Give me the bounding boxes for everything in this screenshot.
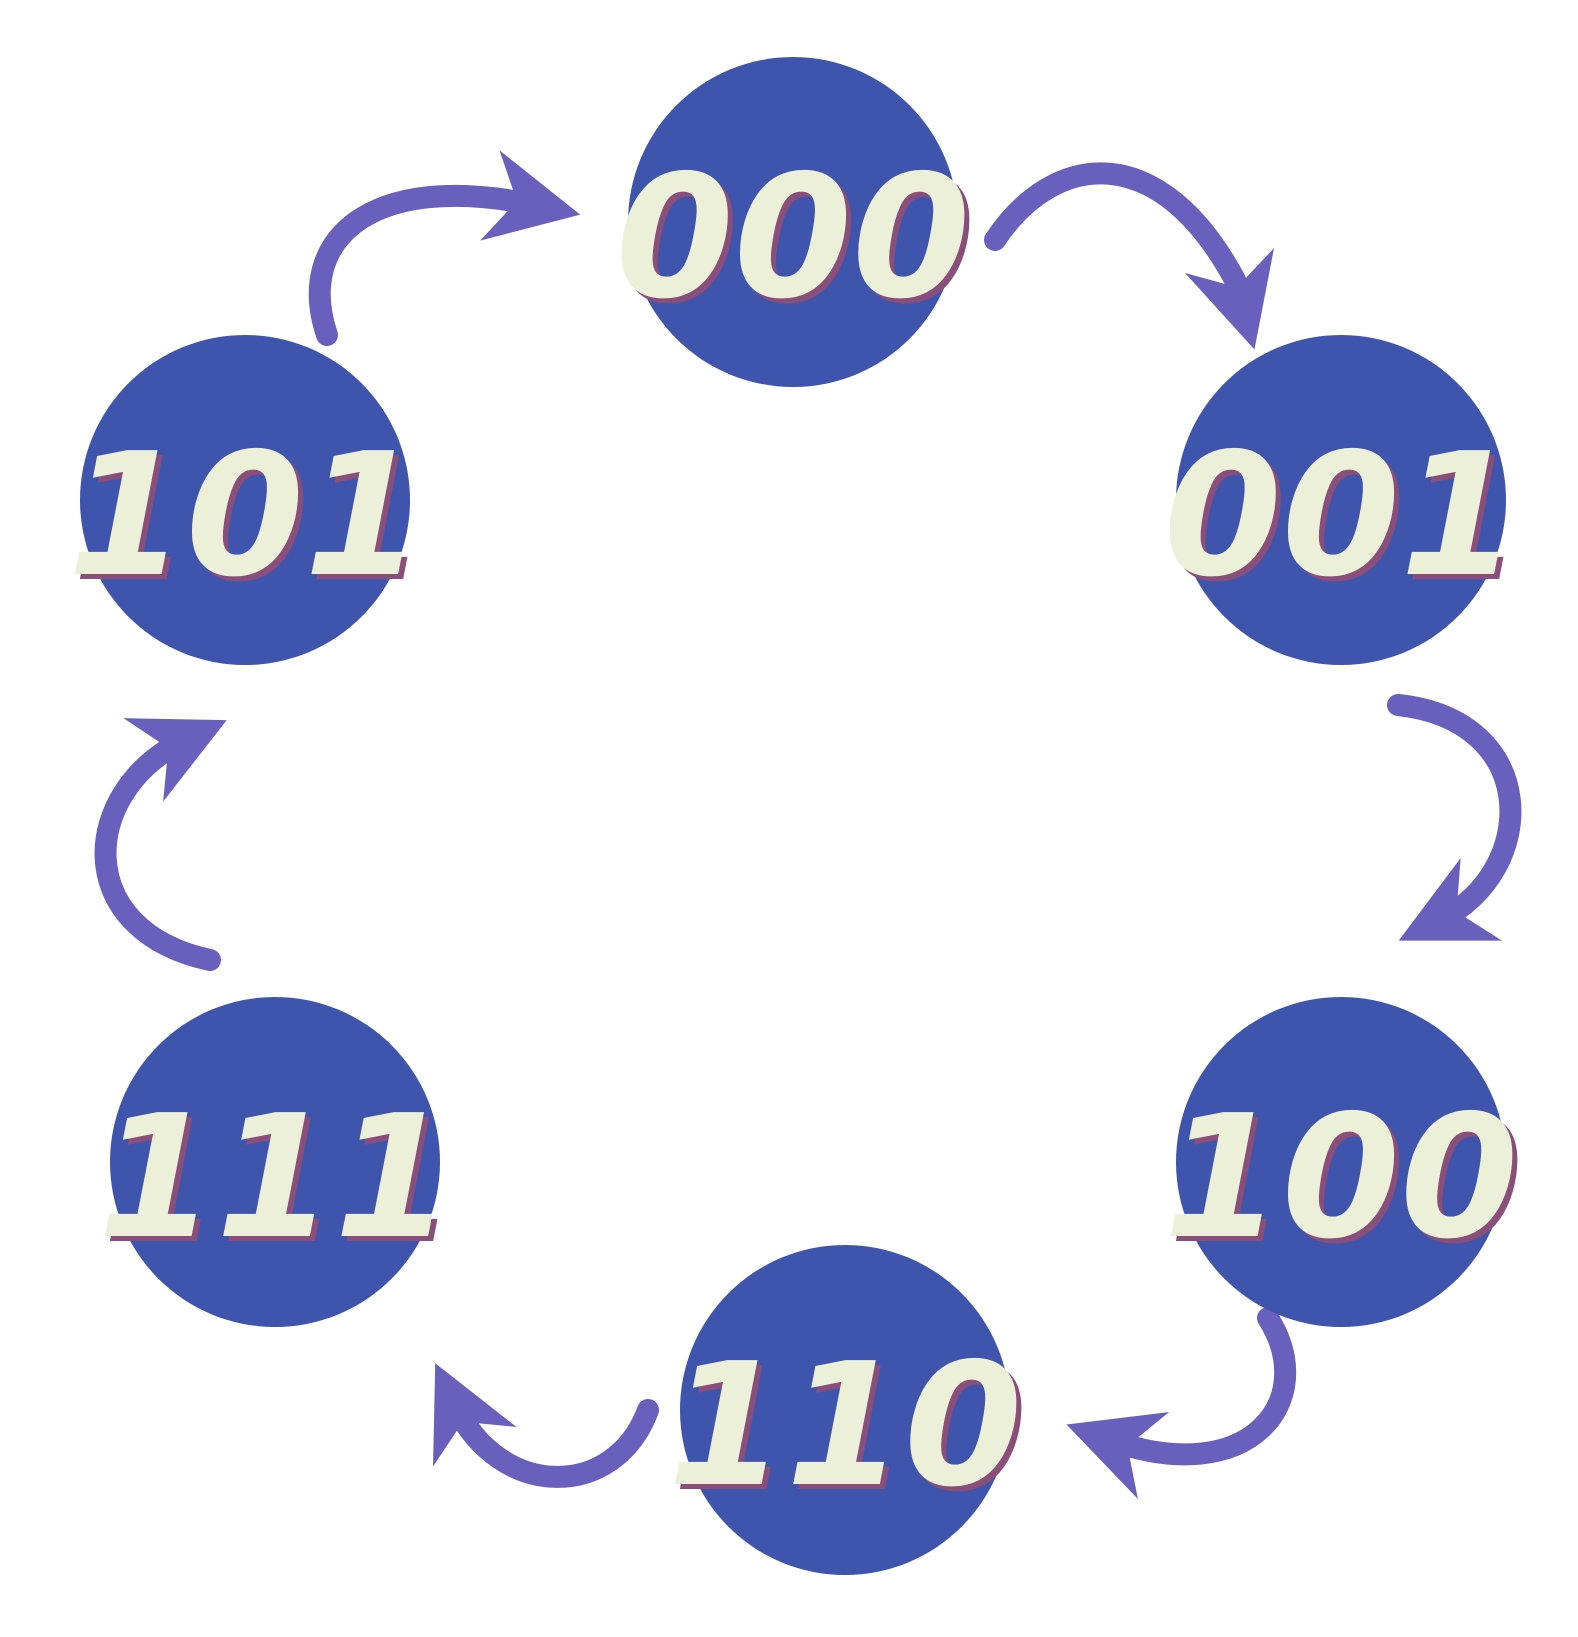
node-101-label: 101 (68, 417, 423, 615)
node-100: 100 100 (1164, 997, 1524, 1327)
node-101: 101 101 (68, 335, 428, 665)
node-101-label-shadow: 101 (73, 422, 428, 620)
node-110: 110 110 (668, 1245, 1028, 1575)
node-001-label: 001 (1164, 417, 1519, 615)
arrow-111-to-101 (94, 718, 227, 971)
node-000-label: 000 (616, 139, 971, 337)
node-111-label-shadow: 111 (103, 1084, 458, 1282)
node-001-circle (1176, 335, 1506, 665)
node-001: 001 001 (1164, 335, 1524, 665)
node-111-circle (110, 997, 440, 1327)
node-101-circle (80, 335, 410, 665)
arrow-110-to-111 (433, 1363, 659, 1488)
node-001-label-shadow: 001 (1169, 422, 1524, 620)
arrow-101-to-000 (308, 150, 581, 346)
node-100-label: 100 (1164, 1079, 1519, 1277)
arrow-001-to-100 (1387, 694, 1522, 941)
node-110-circle (680, 1245, 1010, 1575)
node-100-circle (1176, 997, 1506, 1327)
node-111: 111 111 (98, 997, 458, 1327)
arrow-000-to-001 (984, 162, 1275, 350)
node-000-label-shadow: 000 (621, 144, 976, 342)
node-110-label-shadow: 110 (673, 1332, 1028, 1530)
node-110-label: 110 (668, 1327, 1023, 1525)
node-000-circle (628, 57, 958, 387)
arrow-100-to-110 (1066, 1307, 1297, 1500)
node-000: 000 000 (616, 57, 976, 387)
node-111-label: 111 (98, 1079, 453, 1277)
node-100-label-shadow: 100 (1169, 1084, 1524, 1282)
arrows (94, 150, 1522, 1500)
